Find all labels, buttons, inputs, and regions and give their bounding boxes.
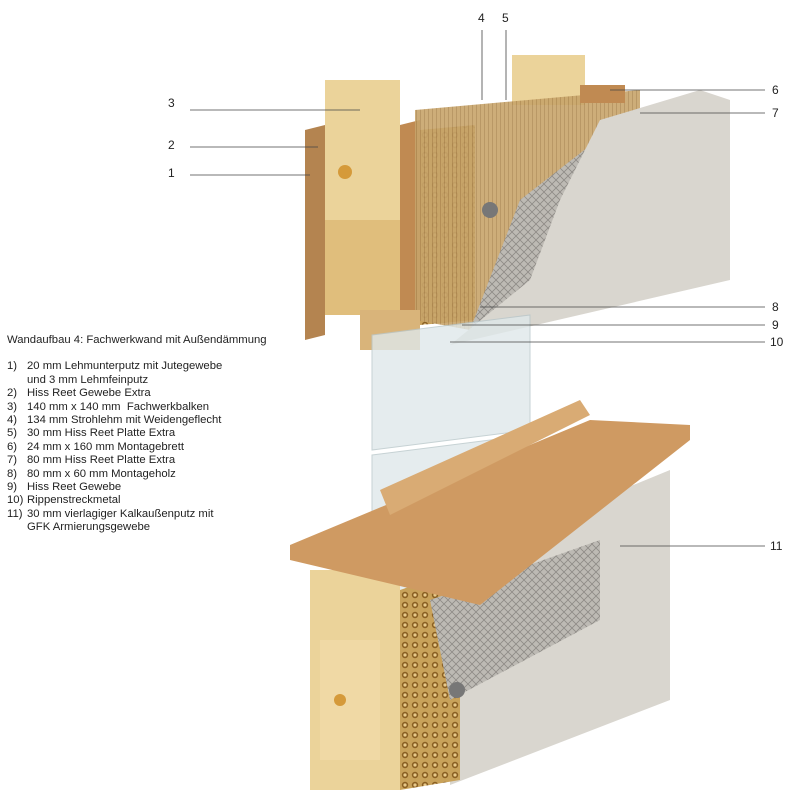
- callout-10: 10: [770, 335, 784, 349]
- callout-4: 4: [478, 11, 485, 25]
- legend-text: 80 mm x 60 mm Montageholz: [27, 467, 176, 480]
- diagram-title: Wandaufbau 4: Fachwerkwand mit Außendämm…: [7, 334, 267, 346]
- legend-item: 10)Rippenstreckmetal: [7, 494, 267, 507]
- legend-item: 3) 140 mm x 140 mm Fachwerkbalken: [7, 401, 267, 414]
- legend-number: 5): [7, 427, 18, 440]
- legend-number: 11): [7, 507, 23, 520]
- exterior-plaster: [450, 90, 730, 345]
- legend-text: 134 mm Strohlehm mit Weidengeflecht: [27, 414, 222, 427]
- legend-number: 4): [7, 414, 18, 427]
- legend-text: Hiss Reet Gewebe Extra: [27, 387, 151, 400]
- legend-number: 10): [7, 494, 24, 507]
- callout-lines: [190, 30, 765, 547]
- legend-number: 6): [7, 440, 18, 453]
- legend-number: 7): [7, 454, 18, 467]
- interior-plaster: [305, 125, 325, 340]
- window-sill: [290, 420, 690, 605]
- callout-8: 8: [772, 300, 779, 314]
- lower-wall-section: [290, 400, 690, 790]
- legend-item: 7) 80 mm Hiss Reet Platte Extra: [7, 454, 267, 467]
- callout-7: 7: [772, 106, 779, 120]
- legend-text: 24 mm x 160 mm Montagebrett: [27, 440, 184, 453]
- legend-number: 1): [7, 360, 18, 373]
- upper-wall-section: [305, 55, 730, 350]
- legend-number: 3): [7, 400, 18, 413]
- legend-item: 2) Hiss Reet Gewebe Extra: [7, 387, 267, 400]
- legend-number: 8): [7, 467, 18, 480]
- glass-pane: [371, 314, 531, 451]
- legend: Wandaufbau 4: Fachwerkwand mit Außendämm…: [7, 334, 267, 535]
- callout-6: 6: [772, 83, 779, 97]
- legend-text: 140 mm x 140 mm Fachwerkbalken: [27, 400, 210, 413]
- legend-number: 9): [7, 481, 18, 494]
- legend-item: 5) 30 mm Hiss Reet Platte Extra: [7, 427, 267, 440]
- legend-text: 30 mm Hiss Reet Platte Extra: [27, 427, 176, 440]
- callout-11: 11: [770, 539, 783, 553]
- legend-item: 9) Hiss Reet Gewebe: [7, 481, 267, 494]
- legend-item: 8) 80 mm x 60 mm Montageholz: [7, 468, 267, 481]
- legend-text: Hiss Reet Gewebe: [27, 481, 122, 494]
- legend-text: Rippenstreckmetal: [27, 494, 121, 507]
- legend-item: 4) 134 mm Strohlehm mit Weidengeflecht: [7, 414, 267, 427]
- legend-item: 6) 24 mm x 160 mm Montagebrett: [7, 441, 267, 454]
- callout-5: 5: [502, 11, 509, 25]
- callout-2: 2: [168, 138, 175, 152]
- legend-number: 2): [7, 387, 18, 400]
- callout-9: 9: [772, 318, 779, 332]
- callout-3: 3: [168, 96, 175, 110]
- callout-1: 1: [168, 166, 175, 180]
- legend-text: 80 mm Hiss Reet Platte Extra: [27, 454, 176, 467]
